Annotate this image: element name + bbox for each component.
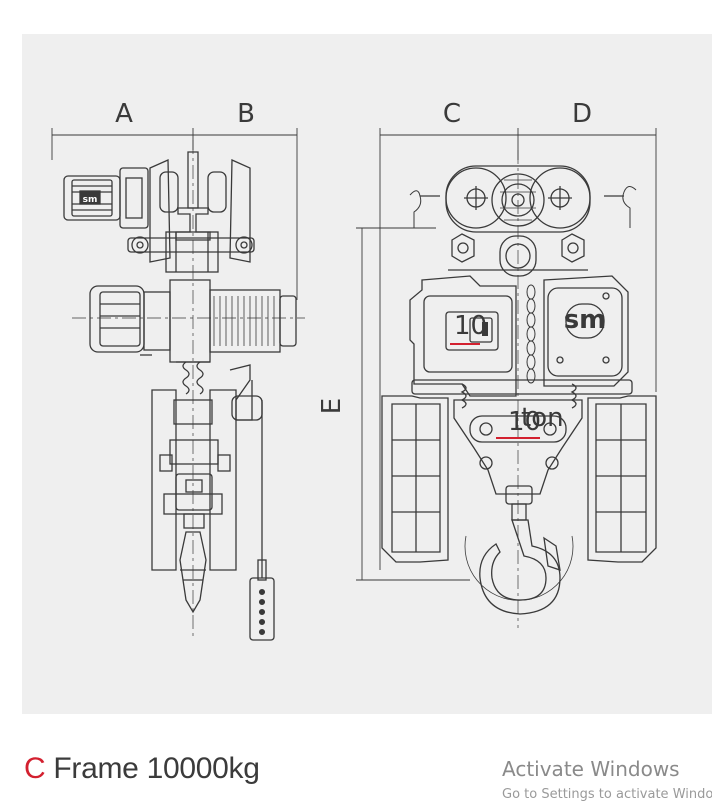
hook-plate-capacity: 10 [508, 407, 541, 437]
dimension-b-label: B [237, 99, 255, 129]
front-motor-logo: sm [564, 305, 607, 335]
diagram-panel [22, 34, 712, 714]
activation-watermark-title: Activate Windows [502, 757, 680, 781]
caption-accent-letter: C [24, 752, 46, 785]
dimension-e-label: E [317, 398, 347, 414]
dimension-c-label: C [443, 99, 461, 129]
dimension-a-label: A [115, 99, 133, 129]
side-motor-logo: sm [83, 195, 98, 205]
front-view: 10 sm [356, 128, 657, 628]
dimension-d-label: D [572, 99, 592, 129]
hook-plate-unit: ton [521, 403, 564, 433]
caption-text: Frame 10000kg [53, 752, 260, 785]
activation-watermark-subtitle: Go to Settings to activate Windows. [502, 787, 712, 802]
side-view: sm [51, 128, 305, 641]
